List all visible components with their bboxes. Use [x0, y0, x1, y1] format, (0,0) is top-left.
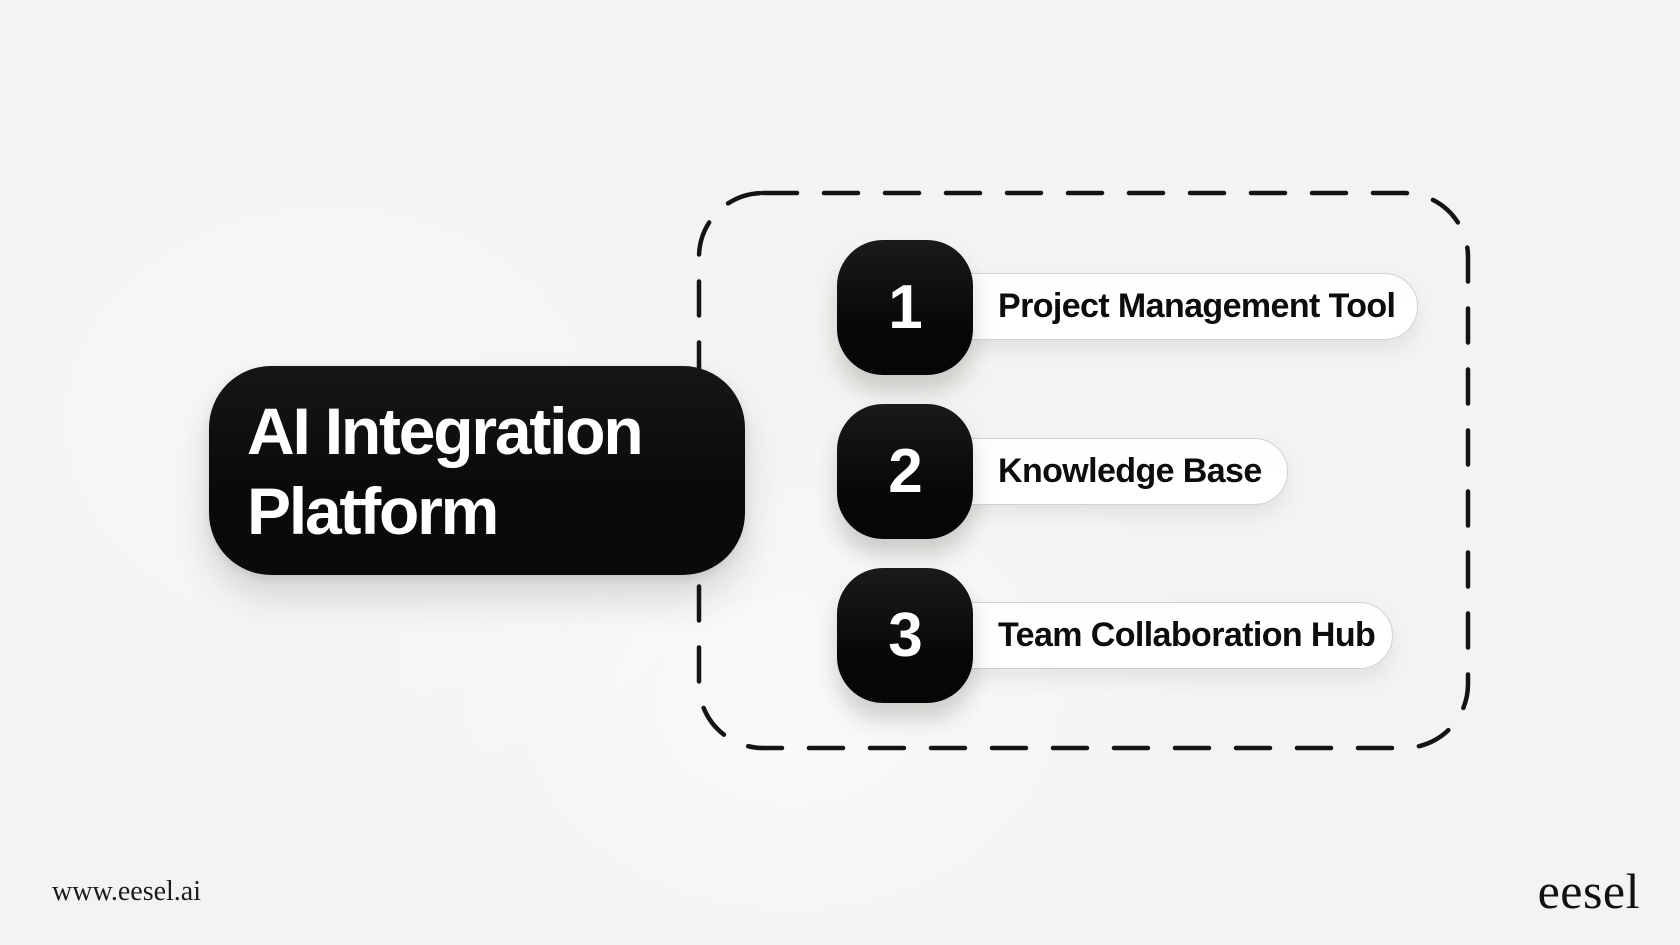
- brand-logo-wordmark: eesel: [1537, 863, 1640, 919]
- step-label-pill: Team Collaboration Hub: [910, 602, 1393, 669]
- step-number-badge: 2: [837, 404, 973, 539]
- step-label-pill: Project Management Tool: [910, 273, 1418, 340]
- title-card: AI Integration Platform: [209, 366, 745, 575]
- title-line-2: Platform: [247, 473, 499, 548]
- step-label: Project Management Tool: [998, 287, 1396, 325]
- step-label: Knowledge Base: [998, 452, 1262, 490]
- title-line-1: AI Integration: [247, 393, 644, 468]
- step-number-badge: 3: [837, 568, 973, 703]
- website-url: www.eesel.ai: [52, 876, 202, 907]
- step-label: Team Collaboration Hub: [998, 616, 1376, 654]
- step-number: 3: [888, 601, 922, 670]
- step-number: 1: [888, 273, 922, 342]
- step-number-badge: 1: [837, 240, 973, 375]
- step-number: 2: [888, 437, 922, 506]
